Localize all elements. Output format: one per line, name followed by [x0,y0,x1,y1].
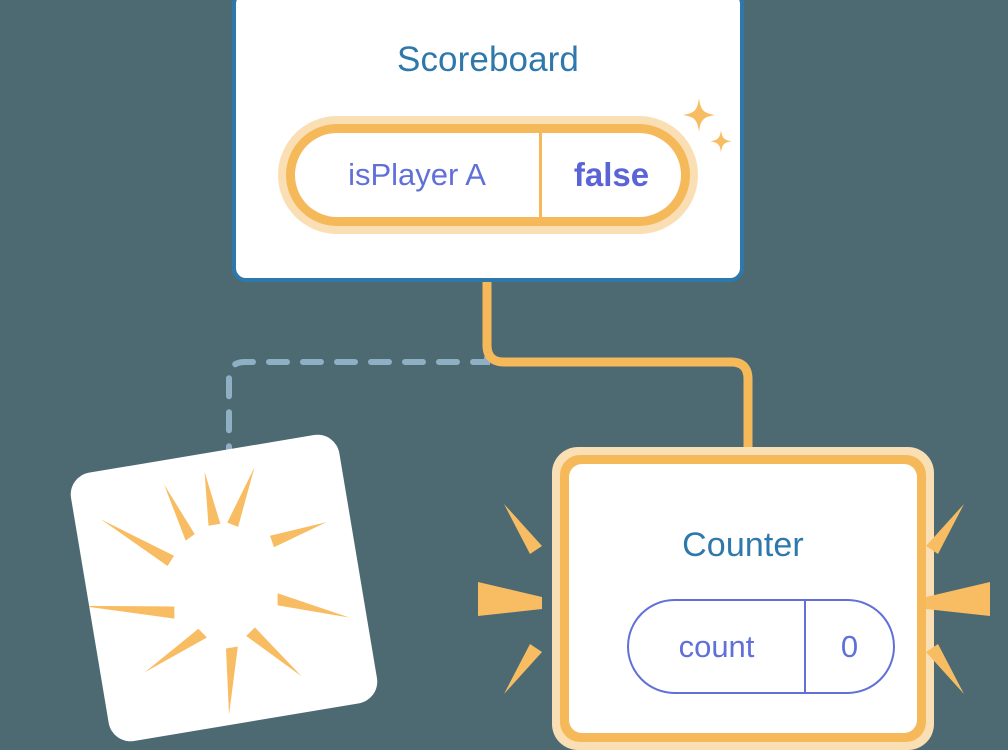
counter-card-border: Counter count 0 [560,455,926,742]
counter-entry-key: count [678,628,755,664]
ray-wnw [100,519,175,567]
card-scoreboard[interactable]: Scoreboard isPlayer A false [232,0,744,282]
card-burst-placeholder[interactable] [67,431,381,745]
connector-scoreboard-to-counter [482,277,753,470]
counter-entry-pill[interactable]: count 0 [627,599,895,694]
card-counter[interactable]: Counter count 0 [552,447,934,750]
scoreboard-title: Scoreboard [397,40,579,79]
counter-entry-value: 0 [840,628,859,664]
counter-card-inner: Counter count 0 [569,464,917,733]
scoreboard-pill-inner: isPlayer A false [295,133,681,217]
scoreboard-entry-value: false [573,156,650,193]
ray-nne [227,467,255,527]
ray-nnw [164,484,195,541]
ray-ene [269,522,327,548]
ray-wsw [80,605,175,619]
ray-s [226,646,238,715]
ray-burst-radial [80,467,350,715]
ray-ese [277,593,350,618]
counter-title: Counter [682,526,804,564]
scoreboard-entry-key: isPlayer A [348,157,486,192]
connector-scoreboard-to-burst-card [226,287,490,473]
ray-ssw [144,628,207,673]
scoreboard-pill-divider [539,133,542,217]
scoreboard-entry-pill[interactable]: isPlayer A false [278,116,698,234]
scoreboard-pill-border: isPlayer A false [286,124,690,226]
ray-sse [246,627,302,677]
ray-n [204,471,221,526]
counter-pill-divider [804,601,806,692]
